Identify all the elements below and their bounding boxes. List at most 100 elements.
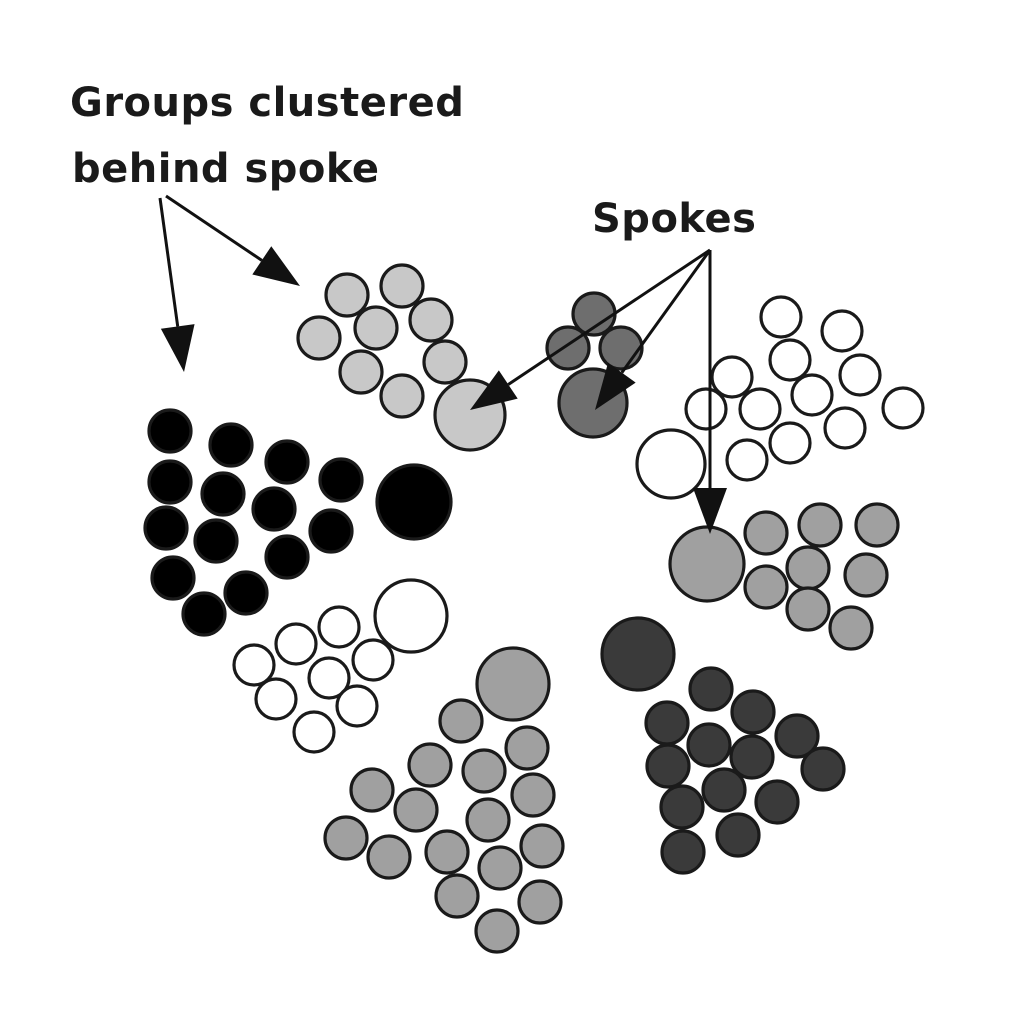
member-node-charcoal-2 bbox=[644, 700, 690, 746]
member-node-mid-gray-right-1 bbox=[743, 510, 789, 556]
member-node-black-2 bbox=[208, 422, 254, 468]
member-node-mid-gray-bottom-11 bbox=[424, 829, 470, 875]
member-node-mid-gray-right-6 bbox=[743, 564, 789, 610]
member-node-black-3 bbox=[264, 439, 310, 485]
member-node-black-11 bbox=[264, 534, 310, 580]
arrow-groups-to-black-shaft bbox=[158, 197, 180, 327]
member-node-dark-gray-3 bbox=[598, 325, 644, 371]
member-node-white-upper-9 bbox=[881, 386, 925, 430]
member-node-mid-gray-bottom-1 bbox=[438, 698, 484, 744]
member-node-white-upper-1 bbox=[759, 295, 803, 339]
member-node-light-gray-5 bbox=[408, 297, 454, 343]
member-node-white-upper-7 bbox=[684, 387, 728, 431]
member-node-white-upper-11 bbox=[768, 421, 812, 465]
group-white-lower bbox=[232, 578, 449, 754]
groups-label-line1: Groups clustered bbox=[70, 80, 464, 126]
member-node-white-lower-3 bbox=[232, 643, 276, 687]
member-node-black-8 bbox=[143, 505, 189, 551]
arrows-layer bbox=[158, 194, 727, 534]
member-node-black-12 bbox=[150, 555, 196, 601]
arrow-groups-to-black-head bbox=[160, 324, 195, 372]
nodes-layer bbox=[143, 263, 925, 954]
member-node-charcoal-6 bbox=[729, 734, 775, 780]
arrow-spokes-to-midgray-spoke bbox=[693, 250, 727, 534]
member-node-mid-gray-bottom-5 bbox=[349, 767, 395, 813]
member-node-black-4 bbox=[147, 459, 193, 505]
group-charcoal bbox=[600, 616, 846, 875]
member-node-charcoal-10 bbox=[754, 779, 800, 825]
member-node-charcoal-4 bbox=[774, 713, 820, 759]
arrow-spokes-to-darkgray-spoke-shaft bbox=[620, 249, 712, 374]
member-node-charcoal-7 bbox=[645, 743, 691, 789]
arrow-spokes-to-lightgray-spoke-head bbox=[470, 370, 518, 410]
arrow-groups-to-black bbox=[158, 197, 195, 372]
member-node-mid-gray-bottom-4 bbox=[461, 748, 507, 794]
member-node-light-gray-8 bbox=[379, 373, 425, 419]
member-node-white-upper-6 bbox=[790, 373, 834, 417]
member-node-light-gray-3 bbox=[296, 315, 342, 361]
member-node-charcoal-1 bbox=[688, 666, 734, 712]
member-node-black-6 bbox=[318, 457, 364, 503]
member-node-mid-gray-bottom-8 bbox=[465, 797, 511, 843]
member-node-white-upper-12 bbox=[725, 438, 769, 482]
member-node-black-5 bbox=[200, 471, 246, 517]
member-node-white-lower-2 bbox=[274, 622, 318, 666]
arrow-groups-to-lightgray-head bbox=[252, 246, 300, 286]
member-node-mid-gray-bottom-10 bbox=[366, 834, 412, 880]
member-node-mid-gray-bottom-12 bbox=[519, 823, 565, 869]
member-node-charcoal-8 bbox=[800, 746, 846, 792]
group-white-upper bbox=[635, 295, 925, 500]
member-node-mid-gray-right-8 bbox=[828, 605, 874, 651]
arrow-spokes-to-darkgray-spoke bbox=[595, 249, 712, 410]
member-node-black-14 bbox=[181, 591, 227, 637]
member-node-black-9 bbox=[193, 518, 239, 564]
member-node-mid-gray-bottom-3 bbox=[407, 742, 453, 788]
member-node-mid-gray-right-4 bbox=[785, 545, 831, 591]
arrow-spokes-to-midgray-spoke-head bbox=[693, 488, 727, 534]
member-node-mid-gray-bottom-13 bbox=[477, 845, 523, 891]
member-node-white-upper-5 bbox=[710, 355, 754, 399]
member-node-charcoal-5 bbox=[686, 722, 732, 768]
member-node-mid-gray-right-5 bbox=[843, 552, 889, 598]
member-node-white-lower-7 bbox=[335, 684, 379, 728]
member-node-charcoal-12 bbox=[715, 812, 761, 858]
spokes-label: Spokes bbox=[592, 196, 756, 242]
member-node-mid-gray-bottom-7 bbox=[393, 787, 439, 833]
member-node-white-lower-5 bbox=[307, 656, 351, 700]
member-node-mid-gray-bottom-16 bbox=[474, 908, 520, 954]
member-node-white-upper-2 bbox=[820, 309, 864, 353]
member-node-white-lower-1 bbox=[317, 605, 361, 649]
groups-label-line2: behind spoke bbox=[72, 146, 380, 192]
member-node-black-1 bbox=[147, 408, 193, 454]
member-node-white-lower-8 bbox=[292, 710, 336, 754]
member-node-mid-gray-right-3 bbox=[854, 502, 900, 548]
group-mid-gray-bottom bbox=[323, 646, 565, 954]
member-node-white-lower-4 bbox=[351, 638, 395, 682]
spoke-node-charcoal bbox=[600, 616, 676, 692]
spoke-node-mid-gray-bottom bbox=[475, 646, 551, 722]
member-node-mid-gray-bottom-15 bbox=[517, 879, 563, 925]
member-node-white-lower-6 bbox=[254, 677, 298, 721]
member-node-mid-gray-bottom-9 bbox=[323, 815, 369, 861]
arrow-spokes-to-lightgray-spoke bbox=[470, 248, 711, 410]
member-node-white-upper-10 bbox=[823, 406, 867, 450]
group-black bbox=[143, 408, 453, 637]
member-node-mid-gray-right-7 bbox=[785, 586, 831, 632]
arrow-groups-to-lightgray-shaft bbox=[165, 194, 263, 262]
member-node-white-upper-4 bbox=[838, 353, 882, 397]
member-node-mid-gray-bottom-14 bbox=[434, 873, 480, 919]
member-node-light-gray-2 bbox=[379, 263, 425, 309]
member-node-charcoal-9 bbox=[701, 767, 747, 813]
spoke-node-white-upper bbox=[635, 428, 707, 500]
member-node-light-gray-6 bbox=[338, 349, 384, 395]
member-node-mid-gray-bottom-2 bbox=[504, 725, 550, 771]
arrow-spokes-to-lightgray-spoke-shaft bbox=[507, 248, 711, 386]
member-node-light-gray-1 bbox=[324, 272, 370, 318]
member-node-charcoal-13 bbox=[660, 829, 706, 875]
group-mid-gray-right bbox=[668, 502, 900, 651]
arrow-spokes-to-darkgray-spoke-head bbox=[595, 362, 636, 410]
member-node-mid-gray-right-2 bbox=[797, 502, 843, 548]
member-node-light-gray-4 bbox=[353, 305, 399, 351]
arrow-groups-to-lightgray bbox=[165, 194, 300, 286]
